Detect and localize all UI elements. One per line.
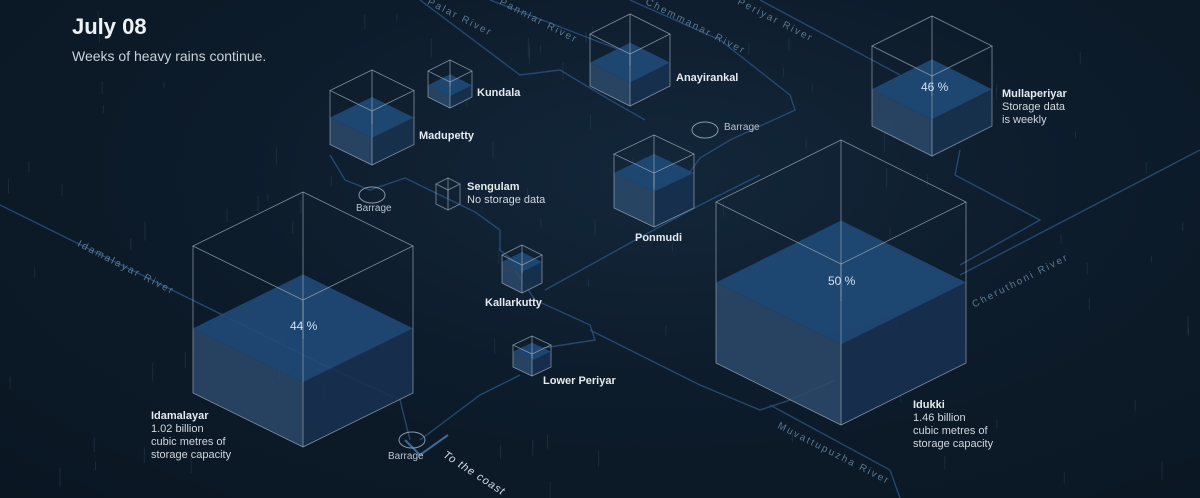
mullaperiyar-level: 46 % [921,80,949,94]
reservoir-cubes [192,13,993,448]
idukki-level: 50 % [828,274,856,288]
page-subtitle: Weeks of heavy rains continue. [72,48,267,64]
barrage-label: Barrage [724,122,760,133]
water-side-left [193,328,303,447]
water-side-left [716,282,841,425]
water-side-right [841,282,966,425]
water-side-right [450,85,472,108]
reservoir-cube [427,59,473,109]
reservoir-cube [192,191,414,448]
page-title: July 08 [72,14,147,39]
dam-label-ponmudi: Ponmudi [635,232,683,244]
barrage-marker [398,431,426,449]
dam-label-kallarkutty: Kallarkutty [485,297,542,309]
reservoir-cube [512,335,552,377]
water-side-left [513,351,532,376]
dam-label-lower-periyar: Lower Periyar [543,375,616,387]
water-side-left [330,117,372,165]
reservoir-cube [501,244,543,294]
water-side-left [872,89,932,156]
reservoir-cube [329,69,415,166]
water-side-left [428,85,450,108]
water-side-right [630,62,670,106]
water-side-right [372,117,414,165]
barrage-label: Barrage [356,203,392,214]
water-side-right [532,351,551,376]
water-side-right [654,172,694,227]
reservoir-cube [871,15,993,157]
reservoir-cube [589,13,671,107]
water-side-left [614,172,654,227]
idamalayar-level: 44 % [290,319,318,333]
water-side-left [590,62,630,106]
dam-label-anayirankal: Anayirankal [676,72,739,84]
water-side-right [303,328,413,447]
barrage-marker [358,186,386,204]
reservoir-cube [715,139,967,426]
barrage-label: Barrage [388,451,424,462]
reservoir-cube [435,177,461,211]
dam-label-madupetty: Madupetty [419,130,474,142]
reservoir-cube [613,134,695,228]
barrage-marker [691,121,719,139]
water-side-right [932,89,992,156]
dam-label-kundala: Kundala [477,87,521,99]
